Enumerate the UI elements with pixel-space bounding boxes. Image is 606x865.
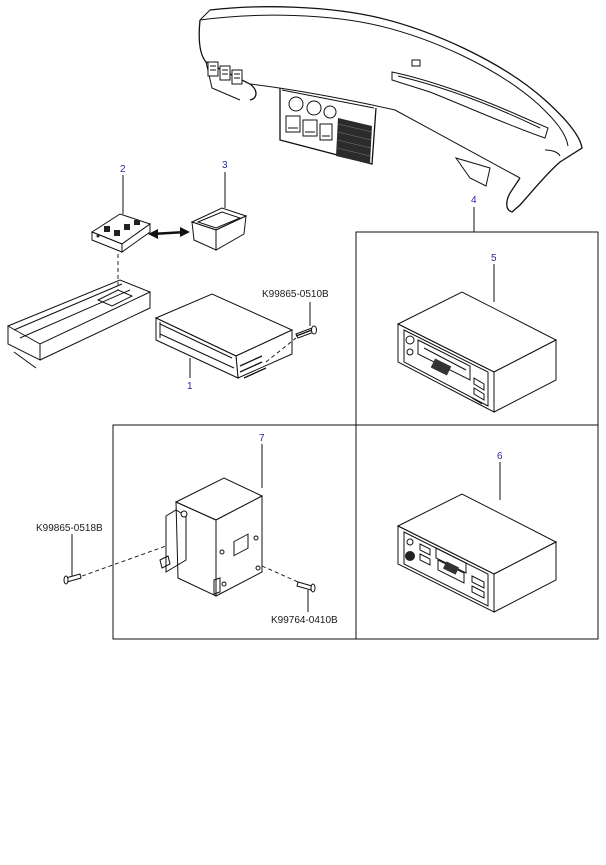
screw-bracket-icon	[296, 581, 316, 593]
dashboard-illustration	[198, 6, 583, 213]
part-2-switch	[90, 213, 152, 253]
screw-top-icon	[295, 325, 317, 339]
callout-1: 1	[187, 381, 193, 392]
callout-6: 6	[497, 451, 503, 462]
screw-left-icon	[63, 573, 82, 585]
callout-2: 2	[120, 164, 126, 175]
double-arrow-icon	[148, 227, 190, 239]
option-box-frames	[112, 231, 599, 640]
callout-3: 3	[222, 160, 228, 171]
part-code-screw-top: K99865-0510B	[262, 289, 329, 300]
console-panel	[6, 279, 152, 369]
callout-5: 5	[491, 253, 497, 264]
dashed-connector-screw-left	[81, 545, 167, 577]
part-6-radio-unit	[396, 493, 558, 613]
callout-7: 7	[259, 433, 265, 444]
part-1-housing	[154, 293, 294, 379]
part-5-radio-cassette	[396, 291, 558, 413]
dashed-connector-screw-bracket	[261, 565, 299, 583]
part-3-blank-plate	[190, 207, 248, 251]
part-code-screw-bracket: K99764-0410B	[271, 615, 338, 626]
part-code-screw-left: K99865-0518B	[36, 523, 103, 534]
part-7-bracket	[159, 477, 264, 597]
callout-4: 4	[471, 195, 477, 206]
